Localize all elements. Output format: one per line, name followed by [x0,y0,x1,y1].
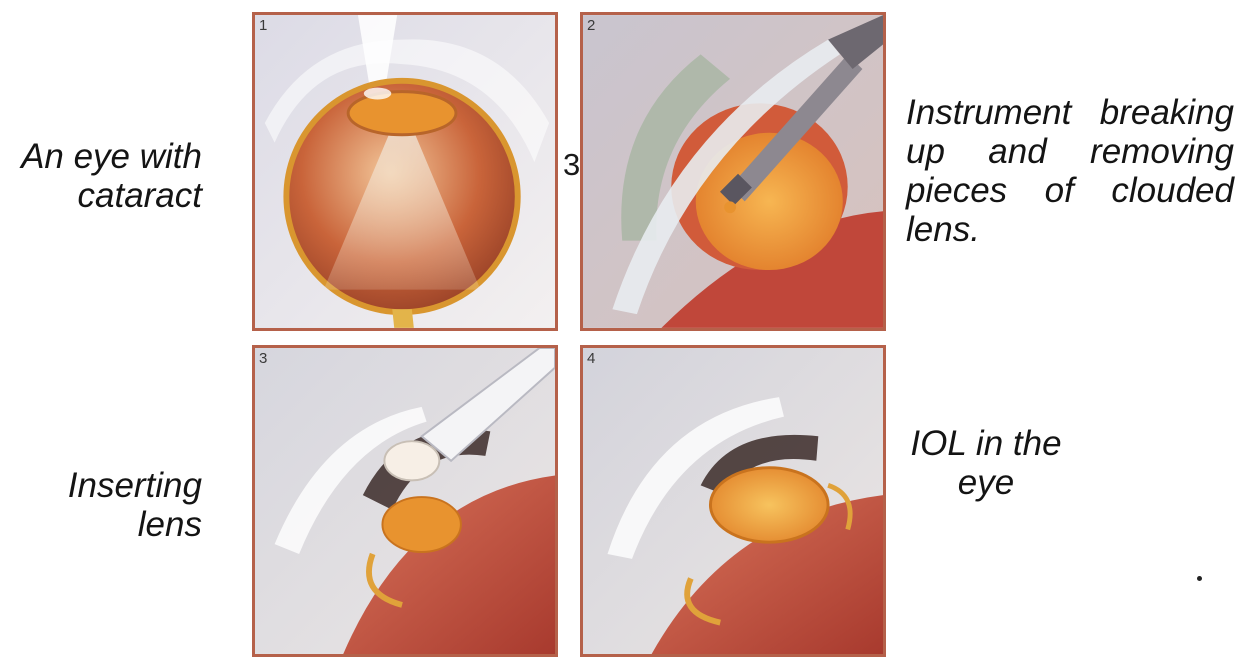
caption-step-1: An eye with cataract [0,137,202,215]
stray-step-number: 3 [563,147,580,183]
panel-step-4: 4 [580,345,886,657]
illustration-phaco-instrument [583,15,883,328]
panel-step-1: 1 [252,12,558,331]
caption-step-4: IOL in the eye [906,424,1066,502]
illustration-iol-in-eye [583,348,883,654]
panel-number-1: 1 [259,17,267,34]
stray-dot [1197,576,1202,581]
panel-step-2: 2 [580,12,886,331]
illustration-inserting-lens [255,348,555,654]
caption-step-2: Instrument breaking up and removing piec… [906,93,1234,249]
panel-number-4: 4 [587,350,595,367]
panel-number-3: 3 [259,350,267,367]
panel-number-2: 2 [587,17,595,34]
panel-step-3: 3 [252,345,558,657]
illustration-eye-with-cataract [255,15,555,328]
caption-step-3: Inserting lens [0,466,202,544]
